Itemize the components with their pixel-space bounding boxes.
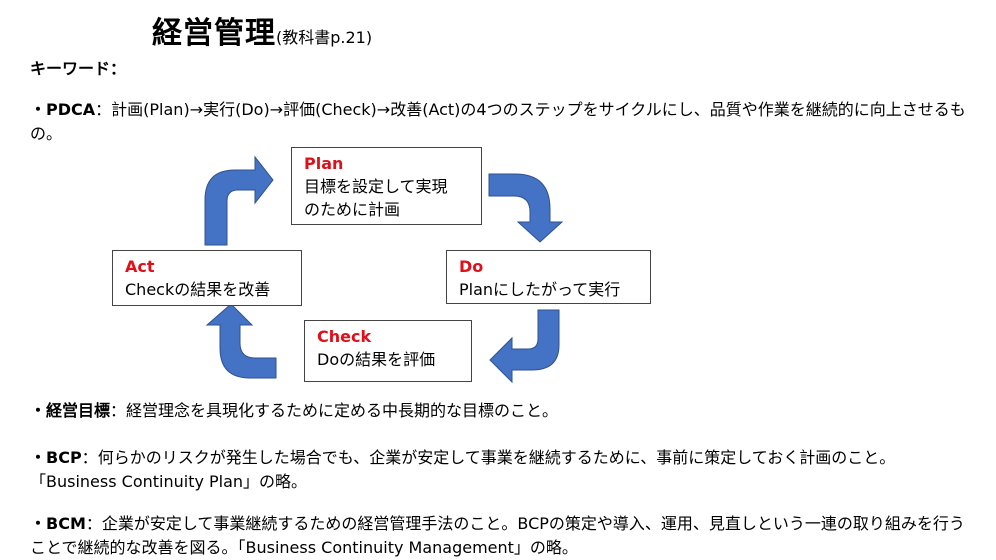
bcp-text-line-2: 「Business Continuity Plan」の略。 [30,472,308,491]
management-goal-definition: ・経営目標：経営理念を具現化するために定める中長期的な目標のこと。 [30,401,559,420]
plan-line-2: のために計画 [304,200,401,219]
bcp-definition: ・BCP：何らかのリスクが発生した場合でも、企業が安定して事業を継続するために、… [30,448,896,491]
act-line-1: Checkの結果を改善 [125,280,271,299]
arrow-act-to-plan [204,155,274,246]
do-heading: Do [459,257,484,276]
bcp-text: 何らかのリスクが発生した場合でも、企業が安定して事業を継続するために、事前に策定… [97,448,896,467]
term-pdca: ・PDCA [30,100,96,119]
pdca-definition: ・PDCA：計画(Plan)→実行(Do)→評価(Check)→改善(Act)の… [30,100,966,143]
title-main: 経営管理 [152,16,276,51]
arrow-plan-to-do [488,173,564,243]
management-goal-text: 経営理念を具現化するために定める中長期的な目標のこと。 [126,401,559,420]
bcm-definition: ・BCM：企業が安定して事業継続するための経営管理手法のこと。BCPの策定や導入… [30,514,965,557]
plan-heading: Plan [304,154,344,173]
act-heading: Act [125,257,155,276]
cycle-box-act: Act Checkの結果を改善 [112,250,302,306]
cycle-box-do: Do Planにしたがって実行 [446,250,651,304]
bcm-text: 企業が安定して事業継続するための経営管理手法のこと。BCPの策定や導入、運用、見… [30,514,965,557]
cycle-box-plan: Plan 目標を設定して実現 のために計画 [291,147,482,225]
pdca-text: 計画(Plan)→実行(Do)→評価(Check)→改善(Act)の4つのステッ… [30,100,966,143]
title-reference: (教科書p.21) [276,28,373,47]
term-management-goal: ・経営目標 [30,401,111,420]
term-bcp: ・BCP [30,448,82,467]
keyword-heading: キーワード： [30,59,127,78]
term-bcm: ・BCM [30,514,86,533]
arrow-do-to-check [489,309,560,384]
do-line-1: Planにしたがって実行 [459,280,621,299]
arrow-check-to-act [205,303,277,379]
check-heading: Check [317,327,372,346]
page-title: 経営管理(教科書p.21) [152,8,372,52]
check-line-1: Doの結果を評価 [317,350,436,369]
cycle-box-check: Check Doの結果を評価 [304,320,472,382]
plan-line-1: 目標を設定して実現 [304,177,448,196]
